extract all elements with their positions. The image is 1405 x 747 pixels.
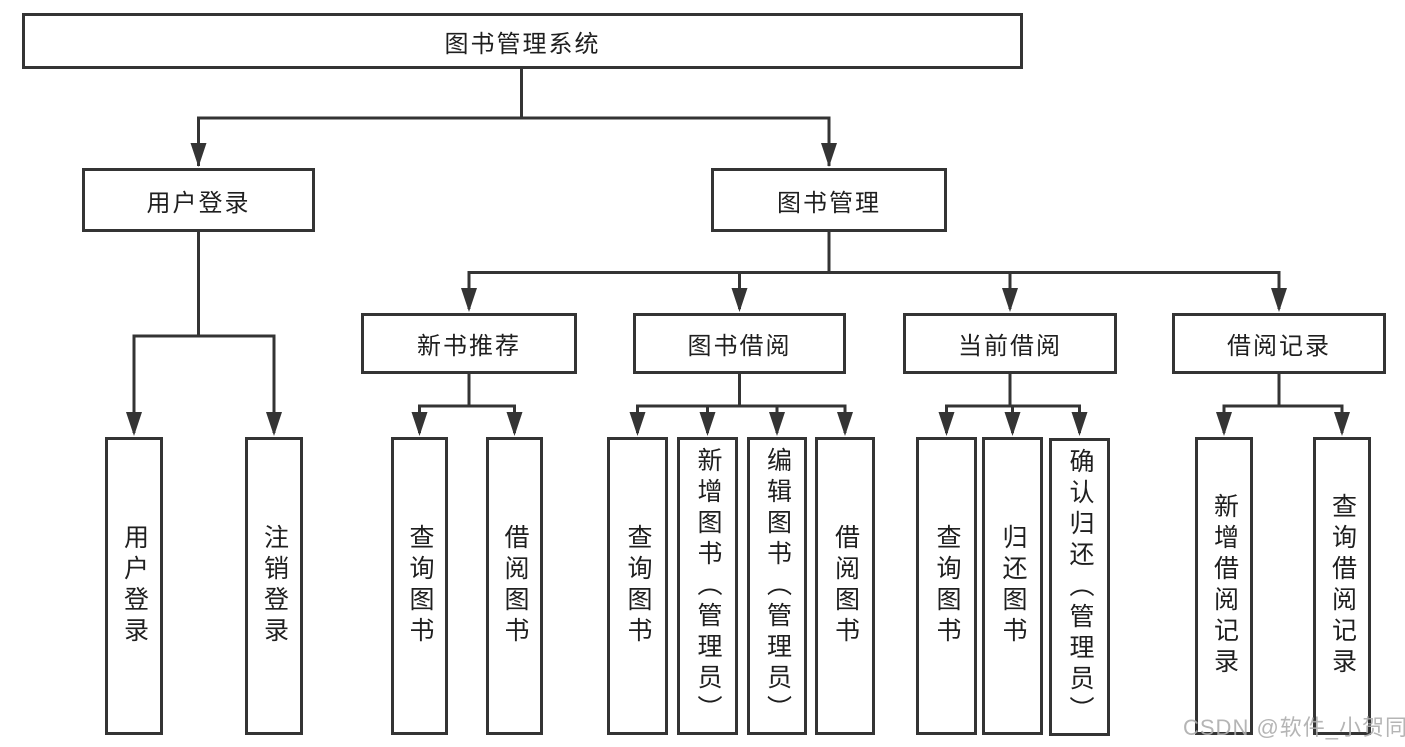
node-label: 新增借阅记录 [1210, 493, 1239, 679]
leaf-nb-query-books: 查询图书 [391, 437, 448, 735]
leaf-bb-edit-books-admin: 编辑图书（管理员） [747, 437, 807, 735]
leaf-bb-query-books: 查询图书 [607, 437, 668, 735]
csdn-watermark: CSDN @软件_小贺同学 [1183, 715, 1405, 740]
leaf-cb-query-books: 查询图书 [916, 437, 977, 735]
node-label: 确认归还（管理员） [1066, 447, 1094, 727]
connector-root [197, 69, 831, 166]
node-label: 用户登录 [146, 189, 251, 217]
leaf-br-add-record: 新增借阅记录 [1195, 437, 1253, 735]
node-label: 注销登录 [260, 524, 289, 648]
connector-borrowing-records [1222, 374, 1344, 433]
node-library-management-system: 图书管理系统 [22, 13, 1023, 69]
node-label: 借阅图书 [831, 524, 860, 648]
node-label: 图书管理系统 [444, 30, 601, 58]
node-label: 归还图书 [999, 524, 1027, 648]
node-book-borrowing: 图书借阅 [633, 313, 846, 374]
connector-book-management [467, 232, 1281, 309]
node-label: 图书借阅 [687, 333, 792, 360]
node-label: 图书管理 [777, 189, 881, 217]
node-label: 查询图书 [624, 524, 652, 648]
node-label: 新书推荐 [417, 333, 521, 360]
leaf-bb-add-books-admin: 新增图书（管理员） [677, 437, 738, 735]
leaf-logout-login: 注销登录 [245, 437, 303, 735]
node-label: 用户登录 [120, 524, 149, 648]
arrowheads [126, 143, 1350, 436]
leaf-cb-confirm-return-admin: 确认归还（管理员） [1049, 438, 1110, 736]
node-label: 当前借阅 [958, 333, 1062, 360]
node-user-login: 用户登录 [82, 168, 315, 232]
node-label: 查询图书 [933, 524, 961, 648]
leaf-cb-return-books: 归还图书 [982, 437, 1043, 735]
node-book-management: 图书管理 [711, 168, 947, 232]
node-label: 查询图书 [406, 524, 434, 648]
node-borrowing-records: 借阅记录 [1172, 313, 1386, 374]
node-label: 新增图书（管理员） [694, 446, 722, 726]
node-new-book-recommend: 新书推荐 [361, 313, 577, 374]
node-current-borrowing: 当前借阅 [903, 313, 1117, 374]
leaf-br-query-record: 查询借阅记录 [1313, 437, 1371, 735]
node-label: 借阅图书 [501, 524, 529, 648]
leaf-bb-borrow-books: 借阅图书 [815, 437, 875, 735]
leaf-user-login: 用户登录 [105, 437, 163, 735]
connector-new-book [418, 374, 516, 433]
node-label: 借阅记录 [1227, 333, 1331, 360]
leaf-nb-borrow-books: 借阅图书 [486, 437, 543, 735]
node-label: 查询借阅记录 [1328, 493, 1357, 679]
node-label: 编辑图书（管理员） [763, 446, 792, 726]
connector-user-login [132, 232, 276, 433]
connector-book-borrowing [636, 374, 847, 433]
